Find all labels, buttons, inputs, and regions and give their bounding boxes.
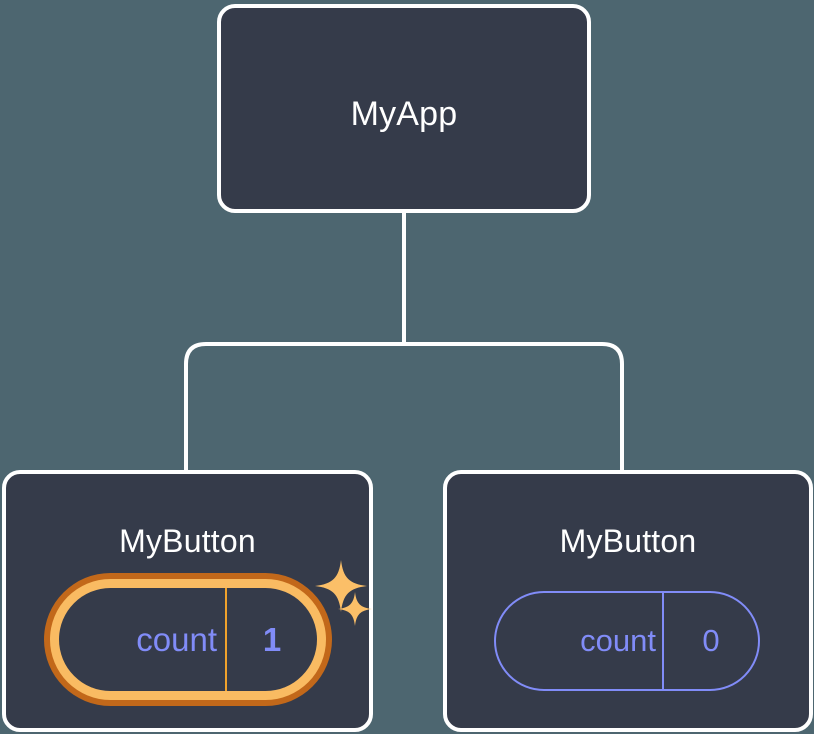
state-pill-plain[interactable]: count 0	[494, 591, 760, 691]
state-pill-key-left: count	[59, 588, 227, 691]
edge-branch-bar	[184, 342, 624, 470]
state-pill-key-right: count	[496, 593, 664, 689]
state-pill-ring: count 1	[50, 579, 326, 700]
state-pill-highlighted[interactable]: count 1	[44, 573, 332, 706]
node-mybutton-right-label: MyButton	[559, 523, 697, 559]
state-pill-body: count 1	[59, 588, 317, 691]
node-myapp[interactable]: MyApp	[217, 4, 591, 213]
state-pill-plain-wrap: count 0	[494, 591, 760, 691]
state-pill-value-right: 0	[702, 623, 720, 658]
state-pill-value-left: 1	[262, 620, 282, 658]
node-myapp-label: MyApp	[350, 95, 458, 133]
sparkle-small-icon	[338, 592, 372, 626]
node-mybutton-left-label: MyButton	[119, 523, 256, 559]
sparkle-large-icon	[315, 560, 367, 612]
